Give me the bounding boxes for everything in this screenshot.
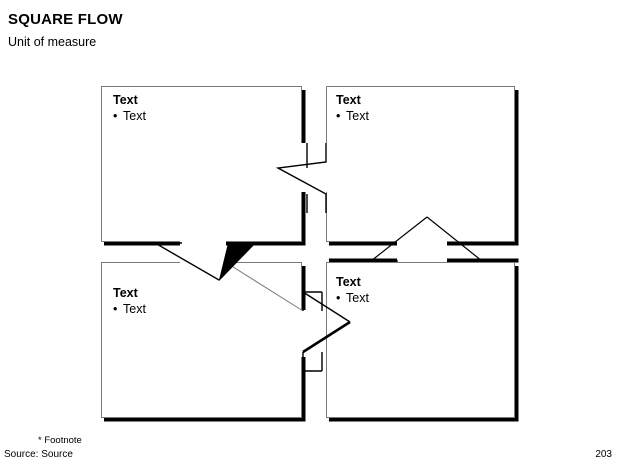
box-top-left-shadow-bottom-left xyxy=(104,241,180,246)
box-top-left-bullet-label: Text xyxy=(123,109,146,123)
box-top-right-bullet: • Text xyxy=(336,108,369,124)
box-bottom-right-content: Text • Text xyxy=(336,275,369,306)
arrow-right-diag-upper xyxy=(302,291,351,323)
box-top-left-heading: Text xyxy=(113,93,138,107)
arrow-right-diag-lower xyxy=(302,320,351,354)
box-top-right-shadow-bottom-left xyxy=(329,241,397,246)
arrow-left xyxy=(275,143,327,213)
bullet-icon: • xyxy=(113,109,118,123)
box-bottom-right-shadow-right xyxy=(514,266,519,421)
box-top-left[interactable] xyxy=(101,86,306,246)
box-bottom-left-bullet: • Text xyxy=(113,301,146,317)
arrow-up-right xyxy=(426,216,484,262)
arrow-down-fill-right xyxy=(219,243,255,280)
box-bottom-left-shadow-right-lower xyxy=(301,357,306,421)
source-line: Source: Source xyxy=(4,449,73,460)
bullet-icon: • xyxy=(336,109,341,123)
bullet-icon: • xyxy=(336,291,341,305)
box-top-right-heading: Text xyxy=(336,93,361,107)
box-top-left-shadow-bottom-right xyxy=(226,241,306,246)
box-bottom-left-shadow-right-upper xyxy=(301,266,306,310)
box-bottom-left-heading: Text xyxy=(113,286,138,300)
arrow-up-left xyxy=(369,216,428,262)
box-top-right-bullet-label: Text xyxy=(346,109,369,123)
box-bottom-right-shadow-bottom xyxy=(329,417,519,422)
box-bottom-right-bullet-label: Text xyxy=(346,291,369,305)
box-bottom-right-bullet: • Text xyxy=(336,290,369,306)
footnote: * Footnote xyxy=(38,435,82,446)
box-bottom-right-heading: Text xyxy=(336,275,361,289)
box-top-right-shadow-right xyxy=(514,90,519,245)
arrow-right-lower xyxy=(302,352,322,372)
box-top-left-bullet: • Text xyxy=(113,108,146,124)
box-top-right[interactable] xyxy=(326,86,519,246)
box-bottom-left-shadow-bottom xyxy=(104,417,306,422)
box-top-left-shadow-right-upper xyxy=(301,90,306,143)
arrow-left-outline xyxy=(275,143,327,213)
box-bottom-right[interactable] xyxy=(326,258,519,422)
arrow-right xyxy=(302,291,351,372)
box-bottom-left-outline xyxy=(101,262,302,418)
box-top-left-outline xyxy=(101,86,302,242)
box-top-left-shadow-right-lower xyxy=(301,192,306,245)
box-bottom-right-outline xyxy=(326,262,515,418)
arrow-up xyxy=(369,216,484,262)
arrow-down xyxy=(152,242,257,281)
box-bottom-right-shadow-top-right xyxy=(447,258,519,263)
page-subtitle: Unit of measure xyxy=(8,35,97,49)
box-top-right-shadow-bottom-right xyxy=(447,241,519,246)
page-number: 203 xyxy=(595,449,612,460)
box-bottom-left-bullet-label: Text xyxy=(123,302,146,316)
box-bottom-left[interactable] xyxy=(101,262,306,422)
box-top-right-content: Text • Text xyxy=(336,93,369,124)
box-top-left-content: Text • Text xyxy=(113,93,146,124)
bullet-icon: • xyxy=(113,302,118,316)
box-bottom-right-shadow-top-left xyxy=(329,258,397,263)
page-title: SQUARE FLOW xyxy=(8,11,123,28)
box-bottom-left-content: Text • Text xyxy=(113,286,146,317)
